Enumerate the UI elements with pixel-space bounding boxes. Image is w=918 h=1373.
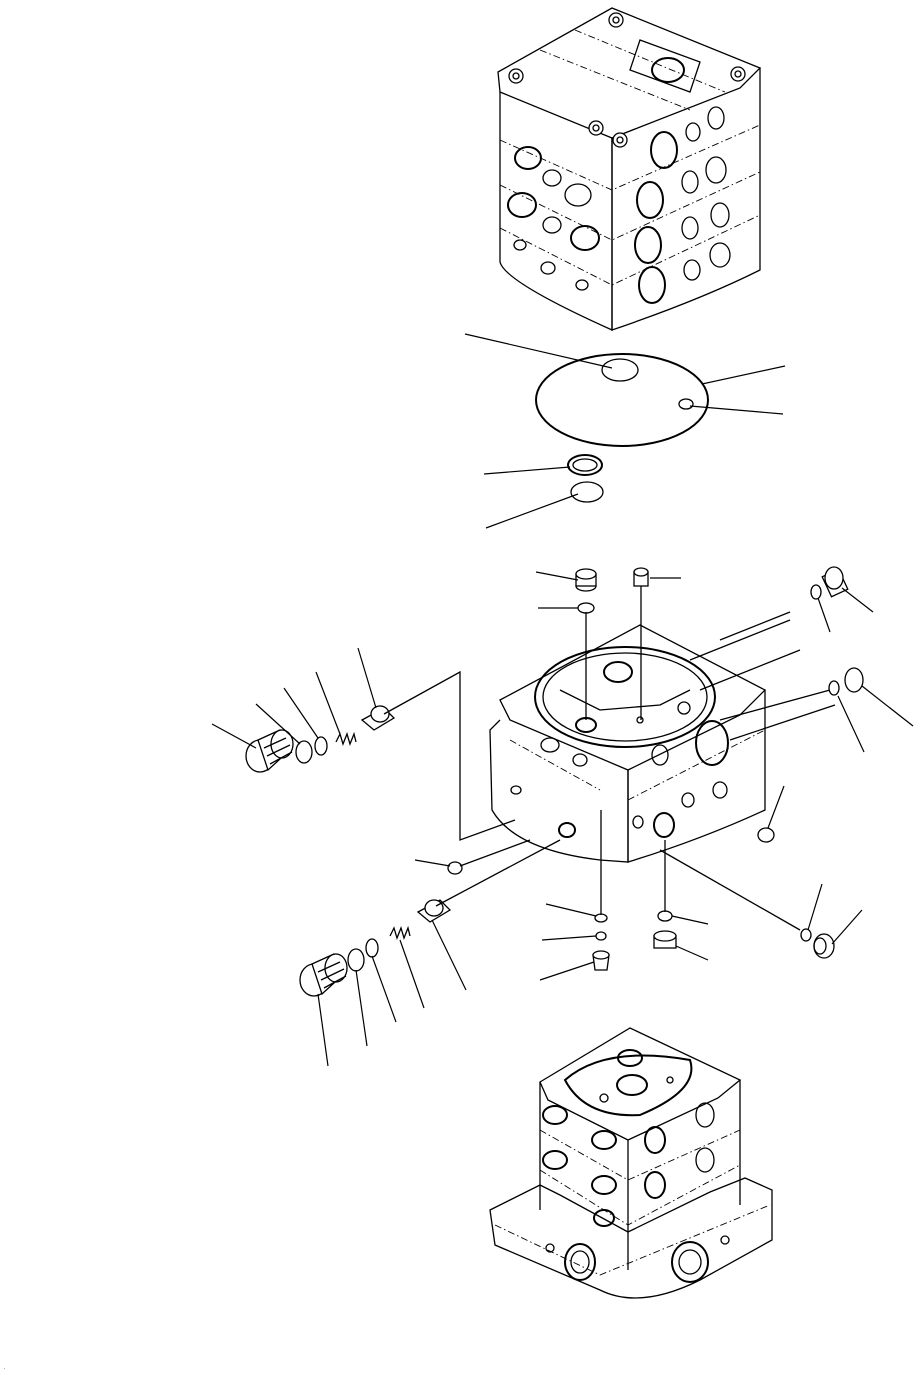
lower-valve-block xyxy=(489,1027,773,1299)
assembly-lines xyxy=(383,586,801,931)
plug-top-left xyxy=(575,568,597,592)
corner-mark: . xyxy=(4,1365,5,1371)
leader-lines xyxy=(211,333,914,1067)
spool-lower xyxy=(416,899,452,923)
spool-upper xyxy=(360,705,396,731)
bottom-seals xyxy=(592,910,677,971)
spool-cap-lower xyxy=(299,953,348,997)
spool-ring-1 xyxy=(295,740,313,764)
plug-right-middle xyxy=(828,667,864,696)
plug-top-center xyxy=(633,567,649,587)
o-ring-small-top xyxy=(577,602,595,614)
spool-ring-3 xyxy=(347,948,365,972)
plug-right-lower xyxy=(800,928,835,959)
upper-valve-block xyxy=(497,7,762,332)
spool-spring-lower xyxy=(389,925,411,940)
spool-ring-4 xyxy=(365,938,379,958)
spool-ring-2 xyxy=(314,736,328,756)
o-ring-lower xyxy=(570,481,604,503)
gasket-plate xyxy=(535,353,709,447)
spool-cap-upper xyxy=(245,729,294,773)
plug-right-upper xyxy=(810,566,849,600)
plug-small-left xyxy=(447,861,463,875)
spool-spring-upper xyxy=(335,731,357,746)
o-ring-upper xyxy=(567,454,603,476)
center-valve-section xyxy=(489,619,836,863)
plug-right-side xyxy=(757,827,775,843)
